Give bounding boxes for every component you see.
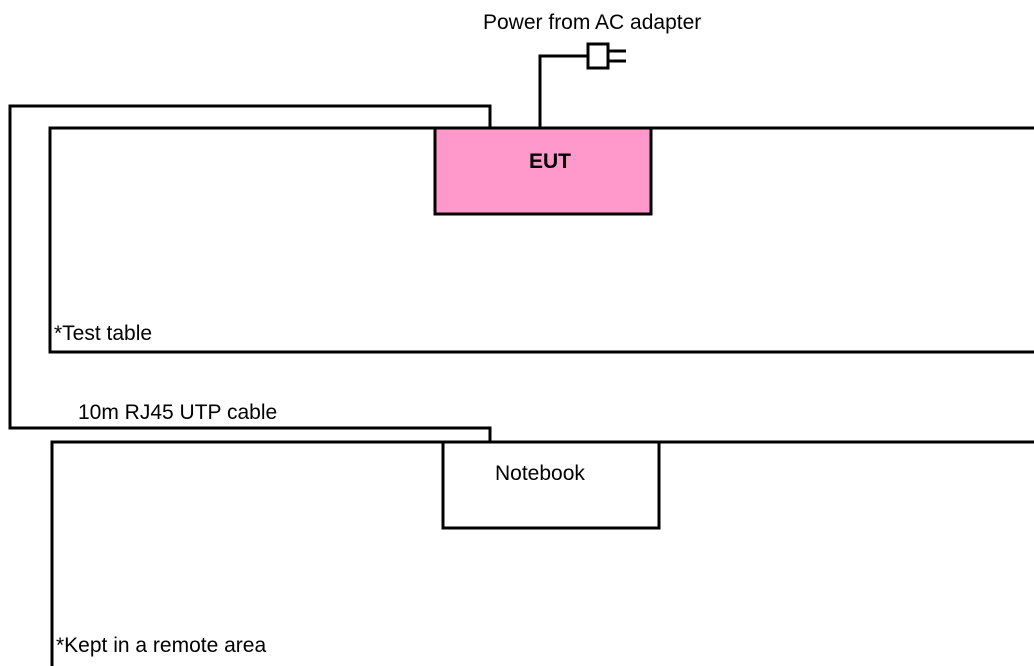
remote-area-label: *Kept in a remote area xyxy=(56,634,266,657)
power-cord xyxy=(538,54,588,128)
test-table-label: *Test table xyxy=(54,322,152,345)
rj45-cable xyxy=(8,104,492,442)
notebook-box xyxy=(441,440,661,530)
cable-label: 10m RJ45 UTP cable xyxy=(78,401,277,424)
remote-area-outline xyxy=(50,440,1034,666)
eut-box xyxy=(433,126,653,216)
notebook-label: Notebook xyxy=(495,462,585,485)
power-label: Power from AC adapter xyxy=(483,11,701,34)
eut-label: EUT xyxy=(529,150,571,173)
power-plug-icon xyxy=(586,42,626,70)
